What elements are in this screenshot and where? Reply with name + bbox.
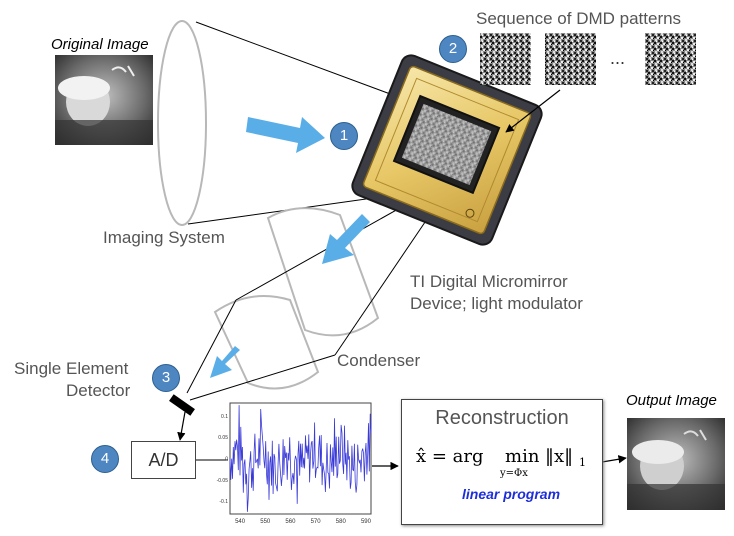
plot-x-tick-label: 570	[311, 519, 322, 525]
step-2-badge: 2	[439, 35, 467, 63]
output-image-label: Output Image	[626, 392, 717, 409]
dmd-pattern	[480, 33, 531, 85]
signal-trace	[229, 405, 372, 512]
detector-signal-plot: 540 550 560 570 580 590 0.1 0.05 0 -0.05 -0.1	[217, 402, 372, 525]
detector-label-line2: Detector	[66, 381, 131, 400]
ad-converter-box: A/D	[131, 441, 196, 479]
step-4-badge: 4	[91, 445, 119, 473]
sequence-title: Sequence of DMD patterns	[476, 9, 682, 28]
equation-lhs: x̂ = arg	[416, 446, 484, 467]
plot-y-tick-label: -0.1	[219, 499, 228, 505]
dmd-label-line1: TI Digital Micromirror	[410, 272, 568, 291]
condenser-lens	[213, 207, 380, 390]
dmd-label-line2: Device; light modulator	[410, 294, 583, 313]
original-image-photo	[55, 55, 153, 145]
equation-norm-subscript: 1	[579, 456, 586, 469]
pattern-to-dmd-arrow	[505, 89, 561, 133]
plot-x-tick-label: 590	[361, 519, 372, 525]
plot-y-tick-label: 0.05	[218, 435, 228, 441]
dmd-pattern-sequence	[480, 33, 696, 85]
dmd-pattern	[545, 33, 596, 85]
reconstruction-to-output-arrow	[601, 455, 627, 464]
pattern-ellipsis: ...	[610, 48, 626, 68]
dmd-chip	[351, 54, 543, 246]
reconstruction-box: Reconstruction x̂ = arg min y=Φx ‖x‖ 1 l…	[401, 399, 603, 525]
equation-subscript: y=Φx	[500, 468, 528, 479]
plot-x-tick-label: 560	[285, 519, 296, 525]
plot-x-tick-label: 550	[260, 519, 271, 525]
condenser-label: Condenser	[337, 351, 421, 370]
imaging-system-label: Imaging System	[103, 228, 225, 247]
arrow-toward-detector	[210, 346, 240, 378]
linear-program-label: linear program	[462, 486, 561, 502]
detector-to-ad-arrow	[177, 411, 186, 441]
equation-min: min	[505, 446, 540, 467]
light-direction-arrows	[210, 117, 370, 378]
plot-x-tick-label: 540	[235, 519, 246, 525]
equation-norm: ‖x‖	[545, 446, 574, 467]
plot-y-tick-label: -0.05	[217, 478, 229, 484]
arrow-toward-condenser	[322, 214, 370, 264]
step-3-badge: 3	[152, 364, 180, 392]
ad-label: A/D	[148, 450, 179, 470]
reconstruction-title: Reconstruction	[435, 407, 569, 429]
detector-element	[169, 394, 195, 416]
detector-label-line1: Single Element	[14, 359, 129, 378]
plot-y-tick-label: 0	[225, 457, 228, 463]
original-image-label: Original Image	[51, 36, 149, 53]
plot-y-tick-label: 0.1	[221, 414, 228, 420]
arrow-into-lens	[246, 117, 325, 153]
step-1-badge: 1	[330, 122, 358, 150]
plot-x-tick-label: 580	[336, 519, 347, 525]
dmd-pattern	[645, 33, 696, 85]
output-image-photo	[627, 418, 725, 510]
